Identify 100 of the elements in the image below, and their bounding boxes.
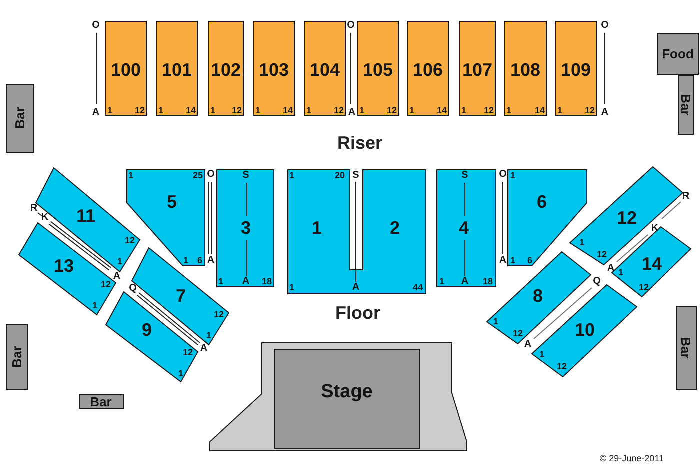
riser-section: [156, 21, 198, 116]
seat-number: 12: [125, 236, 135, 246]
floor-section: [437, 170, 496, 287]
seat-number: 12: [232, 106, 242, 116]
section-number: 5: [167, 193, 177, 211]
area-label: Bar: [10, 346, 24, 368]
seat-number: 1: [210, 106, 216, 116]
row-letter: A: [352, 283, 360, 293]
bar-area: [6, 84, 34, 153]
section-number: 3: [241, 219, 251, 237]
seat-number: 12: [101, 280, 111, 290]
row-letter: A: [499, 256, 507, 266]
riser-section: [304, 21, 346, 116]
row-letter: A: [461, 277, 469, 287]
section-number: 9: [142, 321, 152, 339]
section-number: 13: [54, 257, 74, 275]
row-letter: R: [30, 204, 38, 214]
section-number: 101: [162, 61, 192, 79]
riser-section: [555, 21, 597, 116]
row-letter: Q: [593, 277, 601, 287]
seat-number: 6: [528, 256, 532, 266]
row-letter: K: [41, 213, 49, 223]
seat-number: 18: [262, 278, 272, 286]
seat-number: 1: [92, 302, 98, 310]
section-number: 105: [362, 61, 394, 79]
section-number: 103: [258, 61, 290, 79]
seat-number: 12: [484, 106, 494, 116]
section-number: 4: [459, 219, 469, 237]
row-letter: A: [113, 272, 121, 282]
seat-number: 1: [510, 172, 516, 180]
riser-section: [459, 21, 496, 116]
seat-number: 1: [510, 256, 516, 266]
seat-number: 12: [183, 348, 193, 358]
section-number: 100: [110, 61, 142, 79]
seat-number: 12: [334, 106, 344, 116]
seat-number: 1: [108, 106, 112, 116]
seat-number: 1: [218, 278, 224, 286]
riser-section: [105, 21, 147, 116]
area-label: Food: [662, 48, 694, 60]
seat-number: 14: [437, 106, 447, 116]
area-heading: Riser: [337, 134, 383, 152]
row-letter: O: [499, 170, 507, 180]
row-letter: R: [682, 192, 690, 202]
bar-area: [676, 306, 697, 390]
seat-number: 1: [306, 106, 312, 116]
section-number: 104: [310, 61, 340, 79]
row-letter: S: [242, 171, 250, 181]
section-number: 11: [76, 207, 96, 225]
area-label: Bar: [680, 94, 692, 116]
seat-number: 1: [256, 106, 260, 116]
seat-number: 1: [128, 172, 134, 180]
row-letter: O: [601, 21, 609, 31]
riser-section: [208, 21, 244, 116]
seat-number: 1: [206, 332, 212, 340]
seat-number: 1: [410, 106, 414, 116]
row-letter: A: [601, 108, 609, 118]
row-letter: A: [200, 344, 208, 354]
row-letter: O: [347, 21, 355, 31]
seat-number: 25: [193, 172, 203, 180]
seat-number: 12: [135, 106, 145, 116]
section-number: 108: [510, 61, 541, 79]
seat-number: 1: [184, 256, 188, 266]
bar-area: [6, 324, 28, 390]
section-number: 106: [412, 61, 444, 79]
section-number: 109: [560, 61, 592, 79]
food-area: [657, 33, 699, 75]
seat-number: 14: [186, 106, 196, 116]
seat-number: 6: [198, 256, 202, 266]
seat-number: 1: [580, 238, 584, 248]
area-label: Bar: [14, 107, 26, 129]
seat-number: 12: [387, 106, 397, 116]
row-letter: K: [651, 224, 659, 234]
section-number: 102: [210, 61, 242, 79]
seat-number: 1: [118, 258, 122, 266]
seat-number: 14: [535, 106, 545, 116]
row-letter: S: [352, 171, 360, 181]
row-letter: A: [92, 108, 100, 118]
floor-section: [288, 170, 426, 294]
row-letter: A: [207, 256, 215, 266]
floor-section: [36, 168, 140, 272]
section-number: 7: [176, 287, 186, 305]
riser-section: [407, 21, 449, 116]
seat-number: 12: [557, 362, 567, 372]
area-label: Bar: [680, 337, 692, 359]
seat-number: 1: [178, 370, 184, 378]
seat-number: 12: [214, 310, 224, 320]
section-number: 1: [312, 219, 322, 237]
seat-number: 1: [506, 106, 512, 116]
area-label: Bar: [90, 396, 112, 408]
seat-number: 20: [335, 172, 345, 180]
seat-number: 12: [639, 284, 649, 292]
row-letter: A: [607, 264, 615, 274]
section-number: 8: [533, 287, 543, 305]
section-number: 6: [537, 193, 547, 211]
riser-section: [504, 21, 547, 116]
seat-number: 1: [360, 106, 364, 116]
seat-number: 1: [158, 106, 164, 116]
seat-number: 1: [462, 106, 466, 116]
row-letter: O: [92, 21, 100, 31]
area-heading: Floor: [336, 304, 380, 322]
